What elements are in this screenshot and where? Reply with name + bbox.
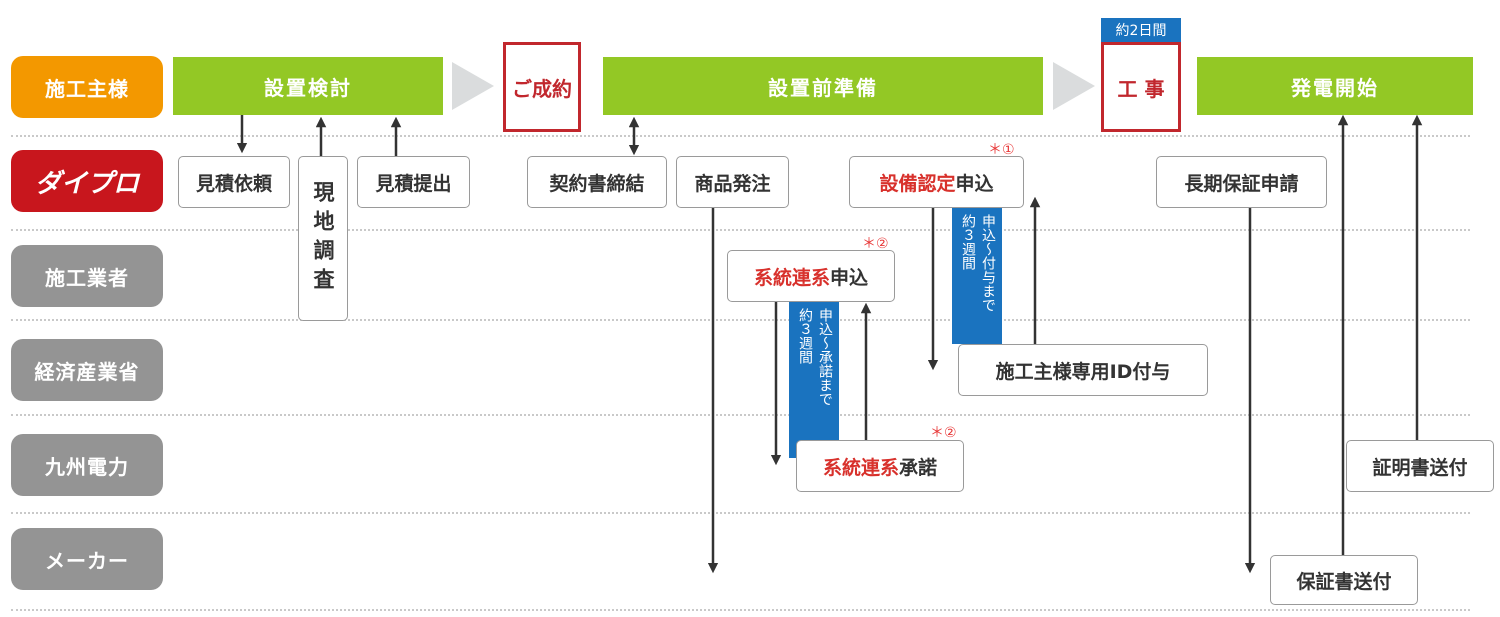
task-cert-apply-red: 設備認定 (879, 172, 956, 195)
task-id-grant: 施工主様専用ID付与 (958, 344, 1208, 396)
lane-divider (11, 319, 1470, 321)
lane-contractor: 施工業者 (11, 245, 163, 307)
lane-divider (11, 512, 1470, 514)
task-grid-apply-red: 系統連系 (753, 266, 830, 289)
task-site-survey: 現地調査 (298, 156, 348, 321)
duration-bar-grid-weeks: 約３週間 (797, 308, 813, 364)
lane-divider (11, 135, 1470, 137)
phase-contract: ご成約 (503, 42, 581, 132)
task-cert-apply-rest: 申込 (955, 172, 994, 195)
lane-meti: 経済産業省 (11, 339, 163, 401)
duration-bar-cert-weeks: 約３週間 (960, 214, 976, 270)
lane-divider (11, 414, 1470, 416)
lane-divider (11, 229, 1470, 231)
task-estimate-submit: 見積提出 (357, 156, 470, 208)
duration-bar-cert: 申込〜付与まで約３週間 (952, 208, 1002, 344)
task-grid-apply: 系統連系申込 (727, 250, 895, 302)
duration-tag: 約2日間 (1101, 18, 1181, 42)
phase-work: 工 事 (1101, 42, 1181, 132)
note-1: ＊① (988, 142, 1015, 158)
chevron-right-icon (1053, 62, 1095, 110)
note-2b: ＊② (930, 425, 957, 441)
task-contract-sign: 契約書締結 (527, 156, 667, 208)
task-cert-send: 証明書送付 (1346, 440, 1494, 492)
duration-bar-grid: 申込〜承諾まで約３週間 (789, 302, 839, 458)
task-grid-approve-red: 系統連系 (822, 456, 899, 479)
duration-bar-cert-range: 申込〜付与まで (980, 214, 996, 312)
task-cert-apply: 設備認定申込 (849, 156, 1024, 208)
lane-daipro-logo: ダイプロ (11, 150, 163, 212)
phase-prep: 設置前準備 (603, 57, 1043, 115)
task-grid-apply-rest: 申込 (830, 266, 869, 289)
lane-maker: メーカー (11, 528, 163, 590)
lane-owner: 施工主様 (11, 56, 163, 118)
task-warranty-apply: 長期保証申請 (1156, 156, 1327, 208)
note-2a: ＊② (862, 236, 889, 252)
task-order: 商品発注 (676, 156, 789, 208)
lane-kyushu: 九州電力 (11, 434, 163, 496)
task-grid-approve: 系統連系承諾 (796, 440, 964, 492)
duration-bar-grid-range: 申込〜承諾まで (817, 308, 833, 406)
phase-study: 設置検討 (173, 57, 443, 115)
task-grid-approve-rest: 承諾 (899, 456, 938, 479)
task-estimate-request: 見積依頼 (178, 156, 290, 208)
chevron-right-icon (452, 62, 494, 110)
phase-generation: 発電開始 (1197, 57, 1473, 115)
lane-divider (11, 609, 1470, 611)
task-warranty-send: 保証書送付 (1270, 555, 1418, 605)
